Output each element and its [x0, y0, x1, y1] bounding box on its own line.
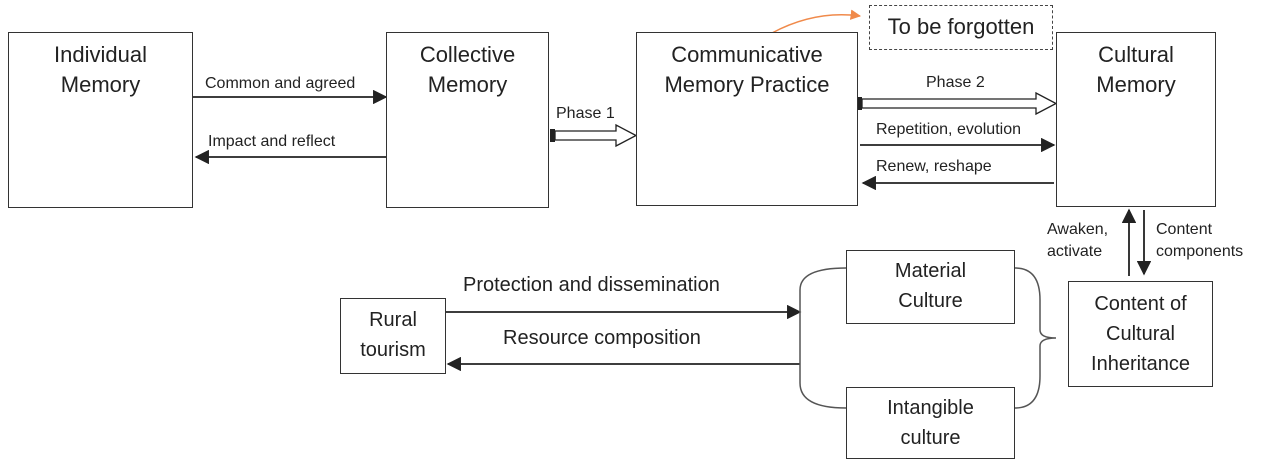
intangible-culture-line2: culture — [900, 427, 961, 449]
collective-memory-box: Collective Memory — [386, 32, 549, 208]
label-resource: Resource composition — [503, 327, 701, 349]
label-awaken-2: activate — [1047, 243, 1103, 260]
communicative-memory-box: Communicative Memory Practice — [636, 32, 858, 206]
collective-memory-line2: Memory — [427, 72, 508, 97]
content-inheritance-line3: Inheritance — [1091, 353, 1190, 375]
content-inheritance-line1: Content of — [1094, 293, 1187, 315]
material-culture-line1: Material — [894, 260, 967, 282]
cultural-memory-line1: Cultural — [1098, 42, 1174, 67]
label-common-agreed: Common and agreed — [205, 75, 356, 92]
label-repetition: Repetition, evolution — [876, 121, 1021, 138]
individual-memory-line2: Memory — [60, 72, 141, 97]
arrow-phase2 — [857, 91, 1058, 116]
label-impact-reflect: Impact and reflect — [208, 133, 336, 150]
content-inheritance-line2: Cultural — [1106, 323, 1175, 345]
individual-memory-box: Individual Memory — [8, 32, 193, 208]
label-phase2: Phase 2 — [926, 74, 985, 91]
rural-tourism-line1: Rural — [369, 309, 417, 331]
rural-tourism-box: Rural tourism — [340, 298, 446, 374]
label-protection: Protection and dissemination — [463, 274, 720, 296]
label-content-components-2: components — [1156, 243, 1244, 260]
cultural-memory-box: Cultural Memory — [1056, 32, 1216, 207]
intangible-culture-box: Intangible culture — [846, 387, 1015, 459]
communicative-memory-line2: Memory Practice — [664, 72, 830, 97]
cultural-memory-line2: Memory — [1096, 72, 1176, 97]
arrow-forgotten — [771, 9, 862, 34]
culture-bracket — [799, 267, 1057, 409]
arrow-phase1 — [550, 123, 638, 148]
label-content-components-1: Content — [1156, 221, 1213, 238]
to-be-forgotten-label: To be forgotten — [887, 14, 1035, 39]
label-awaken-1: Awaken, — [1047, 221, 1109, 238]
collective-memory-line1: Collective — [419, 42, 516, 67]
label-renew: Renew, reshape — [876, 158, 992, 175]
rural-tourism-line2: tourism — [360, 339, 426, 361]
to-be-forgotten-box: To be forgotten — [869, 5, 1053, 50]
material-culture-box: Material Culture — [846, 250, 1015, 324]
communicative-memory-line1: Communicative — [671, 42, 823, 67]
content-inheritance-box: Content of Cultural Inheritance — [1068, 281, 1213, 387]
label-phase1: Phase 1 — [556, 105, 615, 122]
individual-memory-line1: Individual — [54, 42, 147, 67]
material-culture-line2: Culture — [898, 290, 963, 312]
intangible-culture-line1: Intangible — [887, 397, 974, 419]
